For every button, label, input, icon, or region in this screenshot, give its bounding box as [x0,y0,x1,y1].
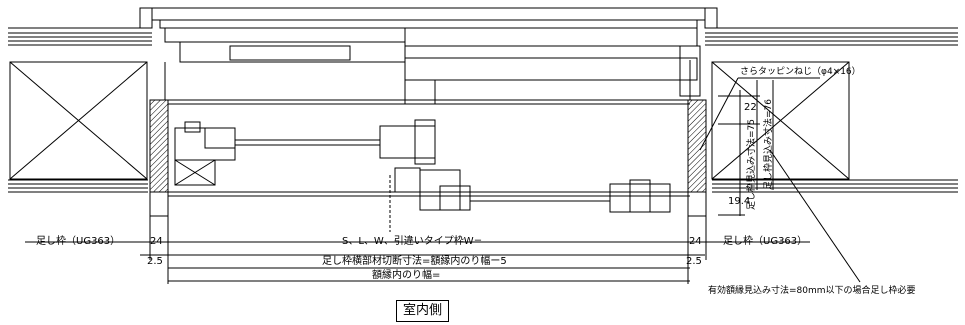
tashiwaku-75-label: 足し枠見込み寸法=75 [747,119,757,210]
dim-24-right: 24 [689,236,702,247]
screw-label: さらタッピンねじ（φ4×16） [740,67,861,77]
dim-24-left: 24 [150,236,163,247]
sash-left [174,119,436,165]
tashiwaku-76-label: 足し枠見込み寸法=76 [764,99,774,190]
inner-width-label: 額縁内のり幅= [372,270,441,281]
wall-right-top [705,27,958,46]
stud-left [9,61,148,180]
right-frame-label: 足し枠（UG363） [723,236,808,247]
wall-right-bottom [712,179,958,193]
dimension-19-4-label: 19.4 [728,196,751,207]
stud-right [711,61,850,180]
sash-right [394,167,671,213]
dim-2-5-left: 2.5 [147,256,163,267]
cut-size-label: 足し枠横部材切断寸法=額縁内のり幅ー5 [322,256,507,267]
wall-left-bottom [8,179,148,193]
requirement-note: 有効額縁見込み寸法=80mm以下の場合足し枠必要 [708,286,916,296]
dimension-22-label: 22 [744,102,757,113]
dim-2-5-right: 2.5 [686,256,702,267]
dimension-lines [25,196,810,284]
left-frame-label: 足し枠（UG363） [36,236,121,247]
frame-width-label: S、L、W、引違いタイプ枠W= [342,236,483,247]
indoor-side-label: 室内側 [396,300,450,322]
wall-left-top [8,27,152,46]
